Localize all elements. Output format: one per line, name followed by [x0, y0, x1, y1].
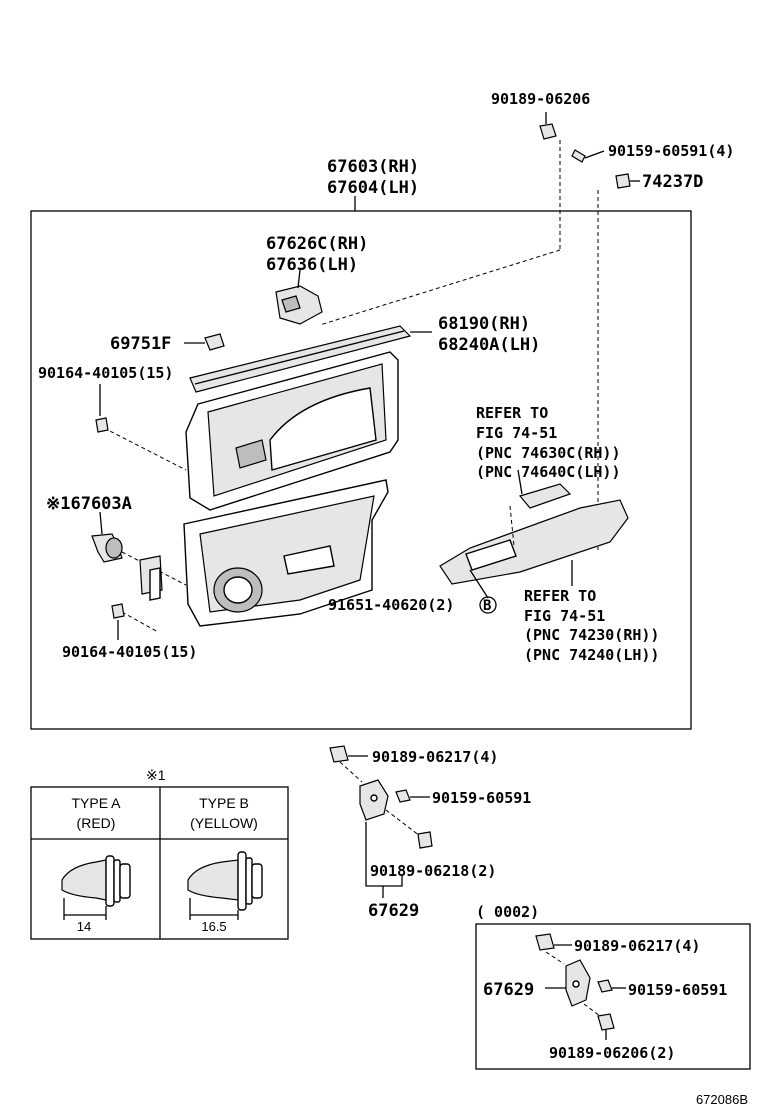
label-67604-lh: 67604(LH) [327, 178, 419, 198]
type-b-dim: 16.5 [201, 919, 226, 934]
dashed-guide-left-3 [121, 611, 159, 633]
label-refer1-line2: FIG 74-51 [476, 424, 557, 442]
label-67626C-rh: 67626C(RH) [266, 234, 368, 254]
label-refer2-line1: REFER TO [524, 587, 596, 605]
leader-67629-mid [365, 822, 403, 887]
dim-type-a [63, 898, 107, 920]
door-trim-upper-panel [185, 351, 399, 511]
label-67603A: ※167603A [46, 494, 132, 514]
label-90164-bottom: 90164-40105(15) [62, 643, 197, 661]
label-90189-06217-mid: 90189-06217(4) [372, 748, 498, 766]
label-67629-box: 67629 [483, 980, 534, 1000]
drawing-code: 672086B [696, 1092, 748, 1107]
label-refer2-line4: (PNC 74240(LH)) [524, 646, 659, 664]
label-paren-0002: ( 0002) [476, 903, 539, 921]
dashed-guide-mid-1 [339, 761, 363, 783]
screw-90159-60591-box [597, 979, 626, 993]
type-b-title: TYPE B [199, 795, 249, 811]
clip-90189-06218 [417, 831, 433, 849]
type-a-color: (RED) [77, 815, 116, 831]
label-90189-06218: 90189-06218(2) [370, 862, 496, 880]
label-68190-rh: 68190(RH) [438, 314, 530, 334]
clip-90189-06206-box [597, 1013, 615, 1040]
screw-90159-60591-top [571, 149, 605, 163]
mark-b-circle [479, 596, 497, 614]
label-refer2-line3: (PNC 74230(RH)) [524, 626, 659, 644]
label-refer2-line2: FIG 74-51 [524, 607, 605, 625]
label-69751F: 69751F [110, 334, 171, 354]
screw-90164-top [95, 384, 109, 433]
dim-type-b [189, 898, 239, 920]
type-b-color: (YELLOW) [190, 815, 258, 831]
clip-type-a-drawing [61, 855, 131, 907]
label-67636-lh: 67636(LH) [266, 255, 358, 275]
label-90159-60591-mid: 90159-60591 [432, 789, 531, 807]
label-68240A-lh: 68240A(LH) [438, 335, 540, 355]
type-a-title: TYPE A [71, 795, 121, 811]
bracket-67629-mid [359, 779, 389, 821]
door-trim-lower-panel [183, 479, 389, 627]
dashed-guide-box-2 [583, 1003, 601, 1017]
bracket-67629-box [565, 959, 591, 1007]
main-assembly-frame [30, 210, 692, 730]
screw-90164-bottom [111, 603, 125, 640]
label-refer1-line1: REFER TO [476, 404, 548, 422]
cap-74237D [615, 173, 640, 189]
label-note-mark: ※1 [146, 767, 166, 783]
label-refer1-line3: (PNC 74630C(RH)) [476, 444, 621, 462]
clip-67603A [91, 511, 123, 563]
leader-91651 [469, 569, 489, 599]
pull-handle [517, 469, 572, 509]
label-91651: 91651-40620(2) [328, 596, 454, 614]
label-90159-60591-top: 90159-60591(4) [608, 142, 734, 160]
weatherstrip-68190 [189, 325, 432, 393]
label-67629-mid: 67629 [368, 901, 419, 921]
clip-69751F [204, 333, 225, 351]
clip-type-b-drawing [187, 851, 263, 911]
bracket-67626C [275, 269, 323, 325]
type-a-dim: 14 [77, 919, 91, 934]
dashed-guide-mid-2 [385, 809, 421, 837]
label-74237D: 74237D [642, 172, 703, 192]
screw-90159-60591-mid [395, 789, 430, 803]
clip-90189-06217-mid [329, 745, 368, 763]
bracket-lower-left [139, 555, 163, 601]
label-refer1-line4: (PNC 74640C(LH)) [476, 463, 621, 481]
alt-assembly-frame [475, 923, 751, 1070]
label-90189-06206-box: 90189-06206(2) [549, 1044, 675, 1062]
dashed-guide-box-1 [545, 951, 565, 965]
clip-90189-06206-top [539, 112, 557, 140]
label-90164-top: 90164-40105(15) [38, 364, 173, 382]
label-90159-60591-box: 90159-60591 [628, 981, 727, 999]
label-91651-mark: B [483, 598, 491, 614]
dashed-guide-left-1 [103, 427, 187, 471]
armrest-assembly [439, 499, 629, 586]
clip-90189-06217-box [535, 933, 572, 951]
label-90189-06206-top: 90189-06206 [491, 90, 590, 108]
type-table [30, 786, 289, 940]
label-90189-06217-box: 90189-06217(4) [574, 937, 700, 955]
label-67603-rh: 67603(RH) [327, 157, 419, 177]
